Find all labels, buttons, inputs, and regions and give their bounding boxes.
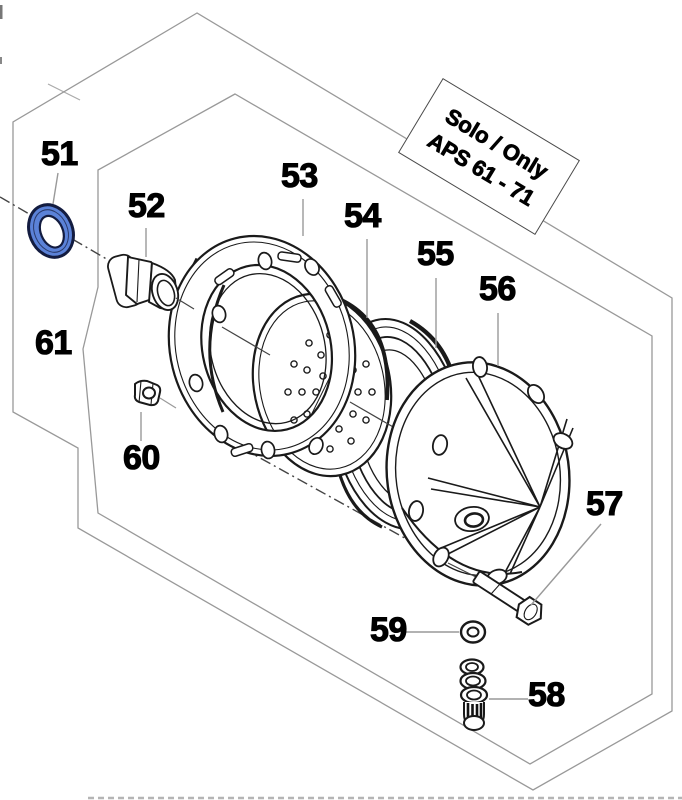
cover-ribs: [427, 372, 574, 579]
part-label-55: 55: [416, 235, 454, 273]
part-label-54: 54: [343, 197, 381, 235]
part-label-51: 51: [40, 135, 78, 173]
part-label-53: 53: [280, 157, 318, 195]
part-label-58: 58: [527, 676, 565, 714]
part-57-bolt-drawing: [447, 562, 543, 626]
part-label-52: 52: [127, 187, 165, 225]
part-label-57: 57: [585, 485, 623, 523]
flange-slots: [214, 251, 342, 458]
flange-bolt-holes: [188, 251, 324, 460]
part-label-61: 61: [34, 324, 72, 362]
part-58-valve-drawing: [459, 658, 489, 731]
part-60-nut-drawing: [133, 379, 177, 409]
part-59-washer-drawing: [459, 620, 487, 644]
part-label-56: 56: [478, 270, 516, 308]
outer-border: [12, 12, 673, 791]
leader-lines: [52, 172, 602, 700]
part-label-59: 59: [369, 611, 407, 649]
group-borders: [12, 12, 673, 791]
part-51-oring-drawing: [27, 203, 75, 259]
part-52-fitting-drawing: [107, 253, 180, 311]
part-label-60: 60: [122, 439, 160, 477]
part-53-flange-drawing: [167, 234, 357, 460]
inner-border-61: [82, 93, 653, 765]
